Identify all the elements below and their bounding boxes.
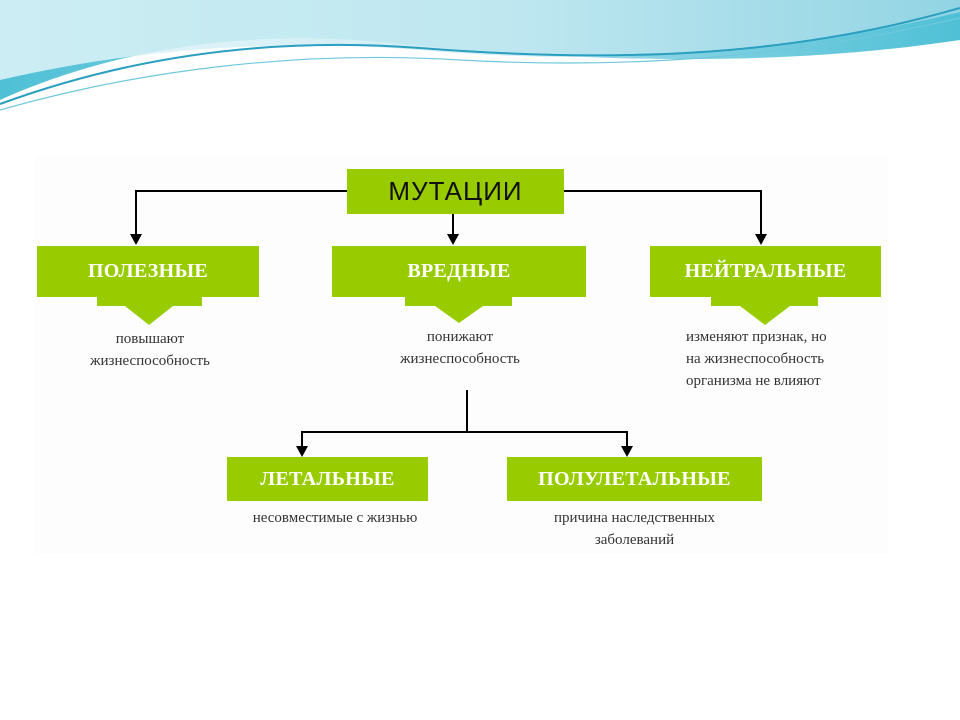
category-useful-description: повышают жизнеспособность — [70, 328, 230, 372]
subtype-lethal-box: ЛЕТАЛЬНЫЕ — [227, 457, 428, 501]
description-line: изменяют признак, но — [686, 329, 827, 345]
subtype-lethal-description: несовместимые с жизнью — [215, 507, 455, 529]
description-line: на жизнеспособность — [686, 351, 825, 367]
chevron-useful — [97, 297, 202, 325]
category-neutral-box: НЕЙТРАЛЬНЫЕ — [650, 246, 881, 297]
header-wave-decoration — [0, 0, 960, 111]
category-useful-label: ПОЛЕЗНЫЕ — [87, 260, 209, 282]
arrowhead-useful — [130, 234, 142, 245]
arrowhead-lethal — [296, 446, 308, 457]
subtype-semilethal-label: ПОЛУЛЕТАЛЬНЫЕ — [538, 467, 731, 490]
description-line: понижают — [426, 329, 494, 345]
connector-root-useful — [135, 190, 347, 236]
connector-harmful-lethal — [301, 431, 467, 449]
description-line: причина наследственных — [554, 510, 715, 526]
subtype-semilethal-description: причина наследственных заболеваний — [507, 507, 762, 551]
category-neutral-label: НЕЙТРАЛЬНЫЕ — [684, 260, 847, 282]
category-harmful-box: ВРЕДНЫЕ — [332, 246, 586, 297]
subtype-lethal-label: ЛЕТАЛЬНЫЕ — [260, 467, 395, 490]
subtype-semilethal-box: ПОЛУЛЕТАЛЬНЫЕ — [507, 457, 762, 501]
category-neutral-description: изменяют признак, но на жизнеспособность… — [686, 326, 876, 392]
connector-root-neutral — [564, 190, 762, 236]
description-line: жизнеспособность — [400, 351, 520, 367]
connector-harmful-semilethal — [467, 431, 628, 449]
description-line: жизнеспособность — [90, 353, 210, 369]
arrowhead-neutral — [755, 234, 767, 245]
chevron-harmful — [405, 297, 512, 323]
description-line: заболеваний — [594, 532, 675, 548]
arrowhead-semilethal — [621, 446, 633, 457]
chevron-neutral — [711, 297, 818, 325]
category-useful-box: ПОЛЕЗНЫЕ — [37, 246, 259, 297]
category-harmful-description: понижают жизнеспособность — [380, 326, 540, 370]
description-line: несовместимые с жизнью — [252, 510, 418, 526]
root-mutations-box: МУТАЦИИ — [347, 169, 564, 214]
category-harmful-label: ВРЕДНЫЕ — [407, 260, 511, 282]
root-label: МУТАЦИИ — [388, 176, 523, 206]
description-line: повышают — [115, 331, 185, 347]
description-line: организма не влияют — [686, 373, 821, 389]
arrowhead-harmful — [447, 234, 459, 245]
